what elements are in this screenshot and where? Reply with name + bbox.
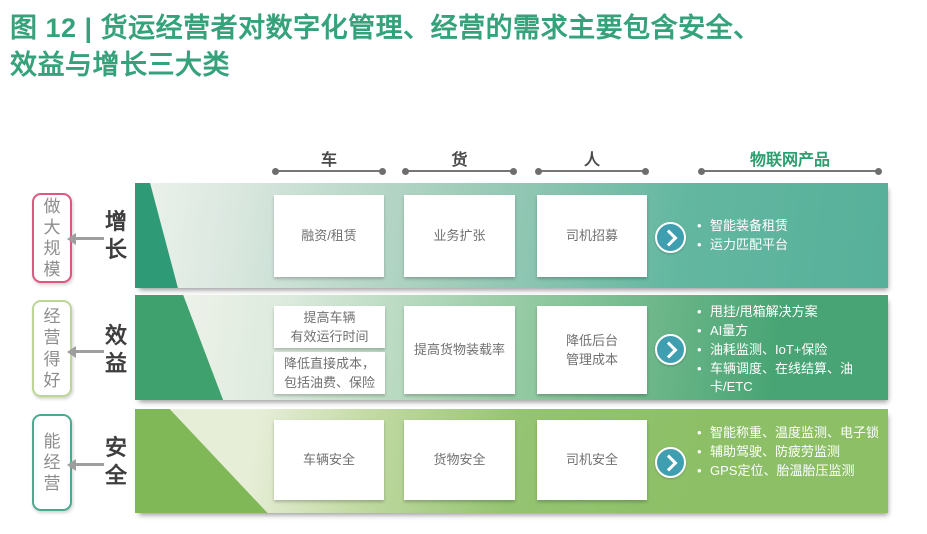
side-label-growth: 做大规模 <box>43 196 61 280</box>
column-header-iot: 物联网产品 <box>698 146 882 175</box>
iot-item: 智能装备租赁 <box>697 217 889 236</box>
column-header-vehicle-label: 车 <box>320 152 337 169</box>
card-growth-cargo: 业务扩张 <box>404 195 515 277</box>
iot-item: GPS定位、胎温胎压监测 <box>697 462 889 481</box>
left-arrow-icon <box>67 233 104 245</box>
column-header-person-label: 人 <box>583 152 600 169</box>
card-safety-vehicle: 车辆安全 <box>274 420 384 500</box>
iot-item: 辅助驾驶、防疲劳监测 <box>697 443 889 462</box>
iot-list-growth: 智能装备租赁 运力匹配平台 <box>697 217 889 255</box>
iot-list-safety: 智能称重、温度监测、电子锁 辅助驾驶、防疲劳监测 GPS定位、胎温胎压监测 <box>697 424 889 481</box>
iot-item: 甩挂/甩箱解决方案 <box>697 303 889 322</box>
left-arrow-icon <box>67 459 104 471</box>
column-header-cargo-label: 货 <box>451 152 468 169</box>
side-label-box-safety: 能经营 <box>32 414 72 511</box>
card-safety-person: 司机安全 <box>537 420 647 500</box>
column-range-line <box>535 168 649 175</box>
category-label-safety: 安全 <box>104 435 127 489</box>
iot-item: 智能称重、温度监测、电子锁 <box>697 424 889 443</box>
card-benefit-vehicle-1: 提高车辆 有效运行时间 <box>274 306 385 348</box>
card-benefit-cargo: 提高货物装载率 <box>404 306 515 394</box>
column-header-vehicle: 车 <box>272 146 386 175</box>
column-range-line <box>402 168 517 175</box>
side-label-box-growth: 做大规模 <box>32 193 72 283</box>
card-safety-cargo: 货物安全 <box>404 420 515 500</box>
iot-list-benefit: 甩挂/甩箱解决方案 AI量方 油耗监测、IoT+保险 车辆调度、在线结算、油卡/… <box>697 303 889 397</box>
chevron-right-icon <box>655 222 686 253</box>
category-label-growth: 增长 <box>104 209 127 263</box>
column-header-iot-label: 物联网产品 <box>749 152 830 169</box>
category-label-benefit: 效益 <box>104 323 127 377</box>
card-growth-vehicle: 融资/租赁 <box>274 195 384 277</box>
card-growth-person: 司机招募 <box>537 195 647 277</box>
iot-item: AI量方 <box>697 322 889 341</box>
iot-item: 车辆调度、在线结算、油卡/ETC <box>697 360 889 398</box>
column-header-person: 人 <box>535 146 649 175</box>
side-label-safety: 能经营 <box>43 431 61 494</box>
iot-item: 运力匹配平台 <box>697 236 889 255</box>
figure-title-line1: 图 12 | 货运经营者对数字化管理、经营的需求主要包含安全、 <box>10 13 761 43</box>
card-benefit-vehicle-2: 降低直接成本， 包括油费、保险 <box>274 352 385 394</box>
side-label-benefit: 经营得好 <box>43 307 61 390</box>
card-benefit-person: 降低后台 管理成本 <box>537 306 647 394</box>
column-range-line <box>272 168 386 175</box>
chevron-right-icon <box>655 447 686 478</box>
left-arrow-icon <box>67 346 104 358</box>
side-label-box-benefit: 经营得好 <box>32 300 72 397</box>
chevron-right-icon <box>655 334 686 365</box>
column-header-cargo: 货 <box>402 146 517 175</box>
figure-title-line2: 效益与增长三大类 <box>10 50 230 80</box>
figure-title: 图 12 | 货运经营者对数字化管理、经营的需求主要包含安全、 效益与增长三大类 <box>10 10 910 84</box>
iot-item: 油耗监测、IoT+保险 <box>697 341 889 360</box>
column-range-line <box>698 168 882 175</box>
